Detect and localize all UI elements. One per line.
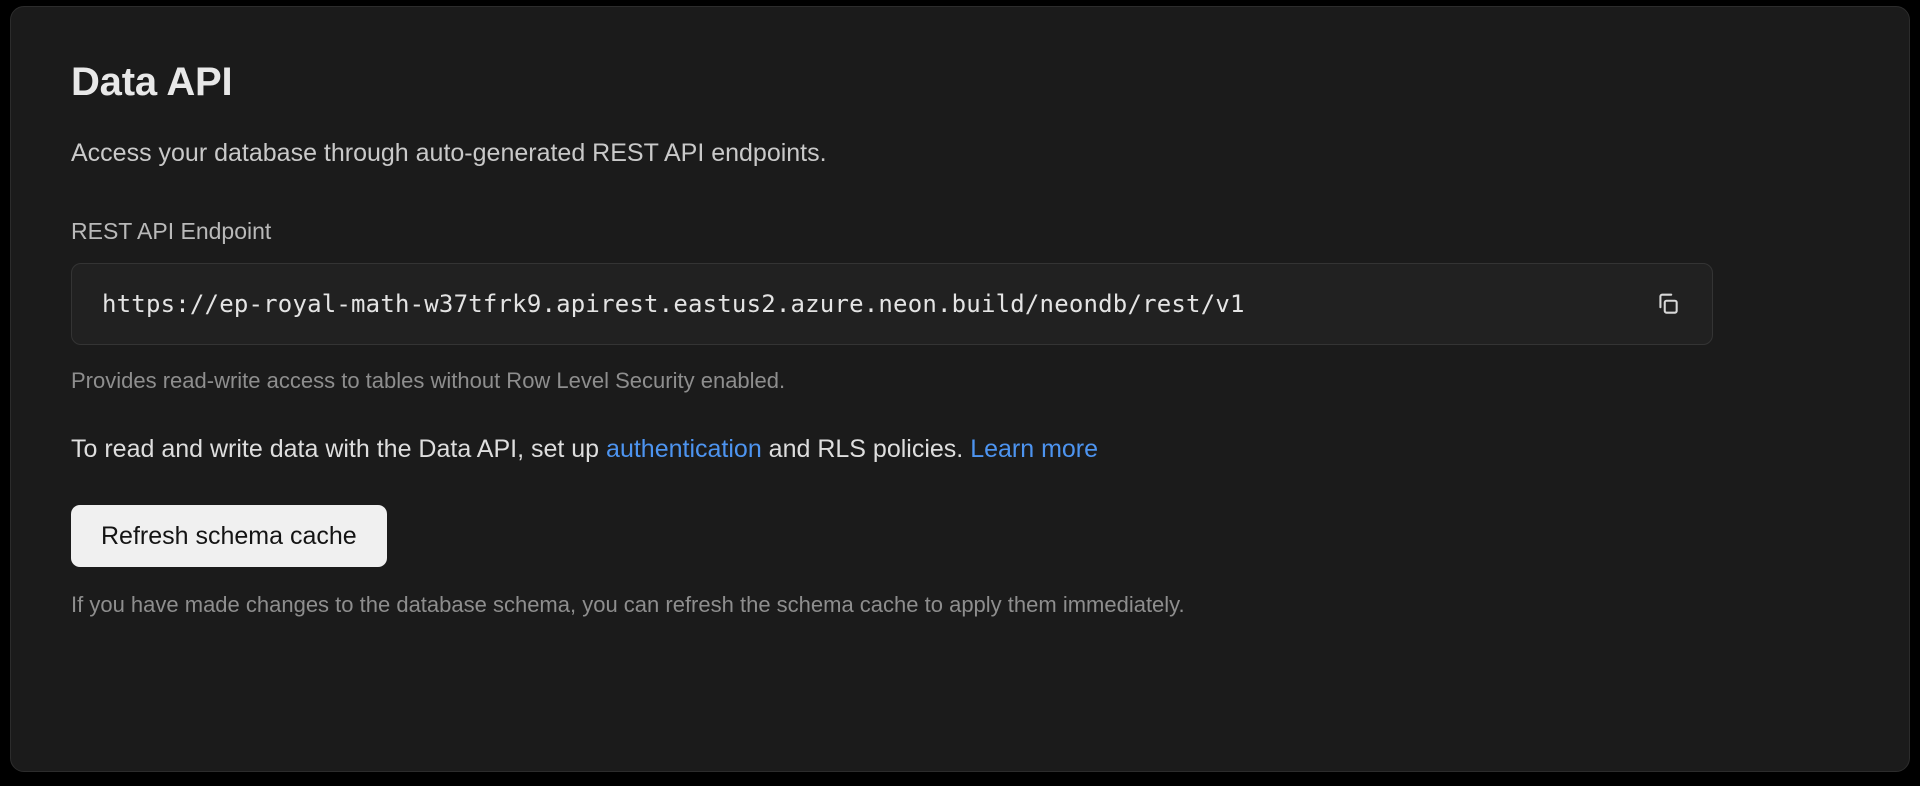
info-text-before: To read and write data with the Data API… [71, 435, 607, 463]
learn-more-link[interactable]: Learn more [970, 435, 1099, 463]
data-api-card: Data API Access your database through au… [10, 6, 1910, 772]
authentication-link[interactable]: authentication [606, 435, 762, 463]
endpoint-input[interactable] [102, 289, 1630, 319]
card-description: Access your database through auto-genera… [71, 139, 827, 167]
refresh-schema-note: If you have made changes to the database… [71, 592, 1185, 617]
info-text-middle: and RLS policies. [761, 435, 971, 463]
card-content: Data API Access your database through au… [11, 7, 1909, 619]
endpoint-hint: Provides read-write access to tables wit… [71, 368, 786, 393]
page-title: Data API [71, 60, 233, 104]
copy-endpoint-button[interactable] [1646, 282, 1690, 326]
endpoint-input-group [71, 263, 1713, 345]
refresh-schema-cache-button[interactable]: Refresh schema cache [71, 505, 387, 567]
rls-info-paragraph: To read and write data with the Data API… [71, 433, 1849, 465]
copy-icon [1655, 291, 1681, 317]
endpoint-field-label: REST API Endpoint [71, 218, 272, 244]
